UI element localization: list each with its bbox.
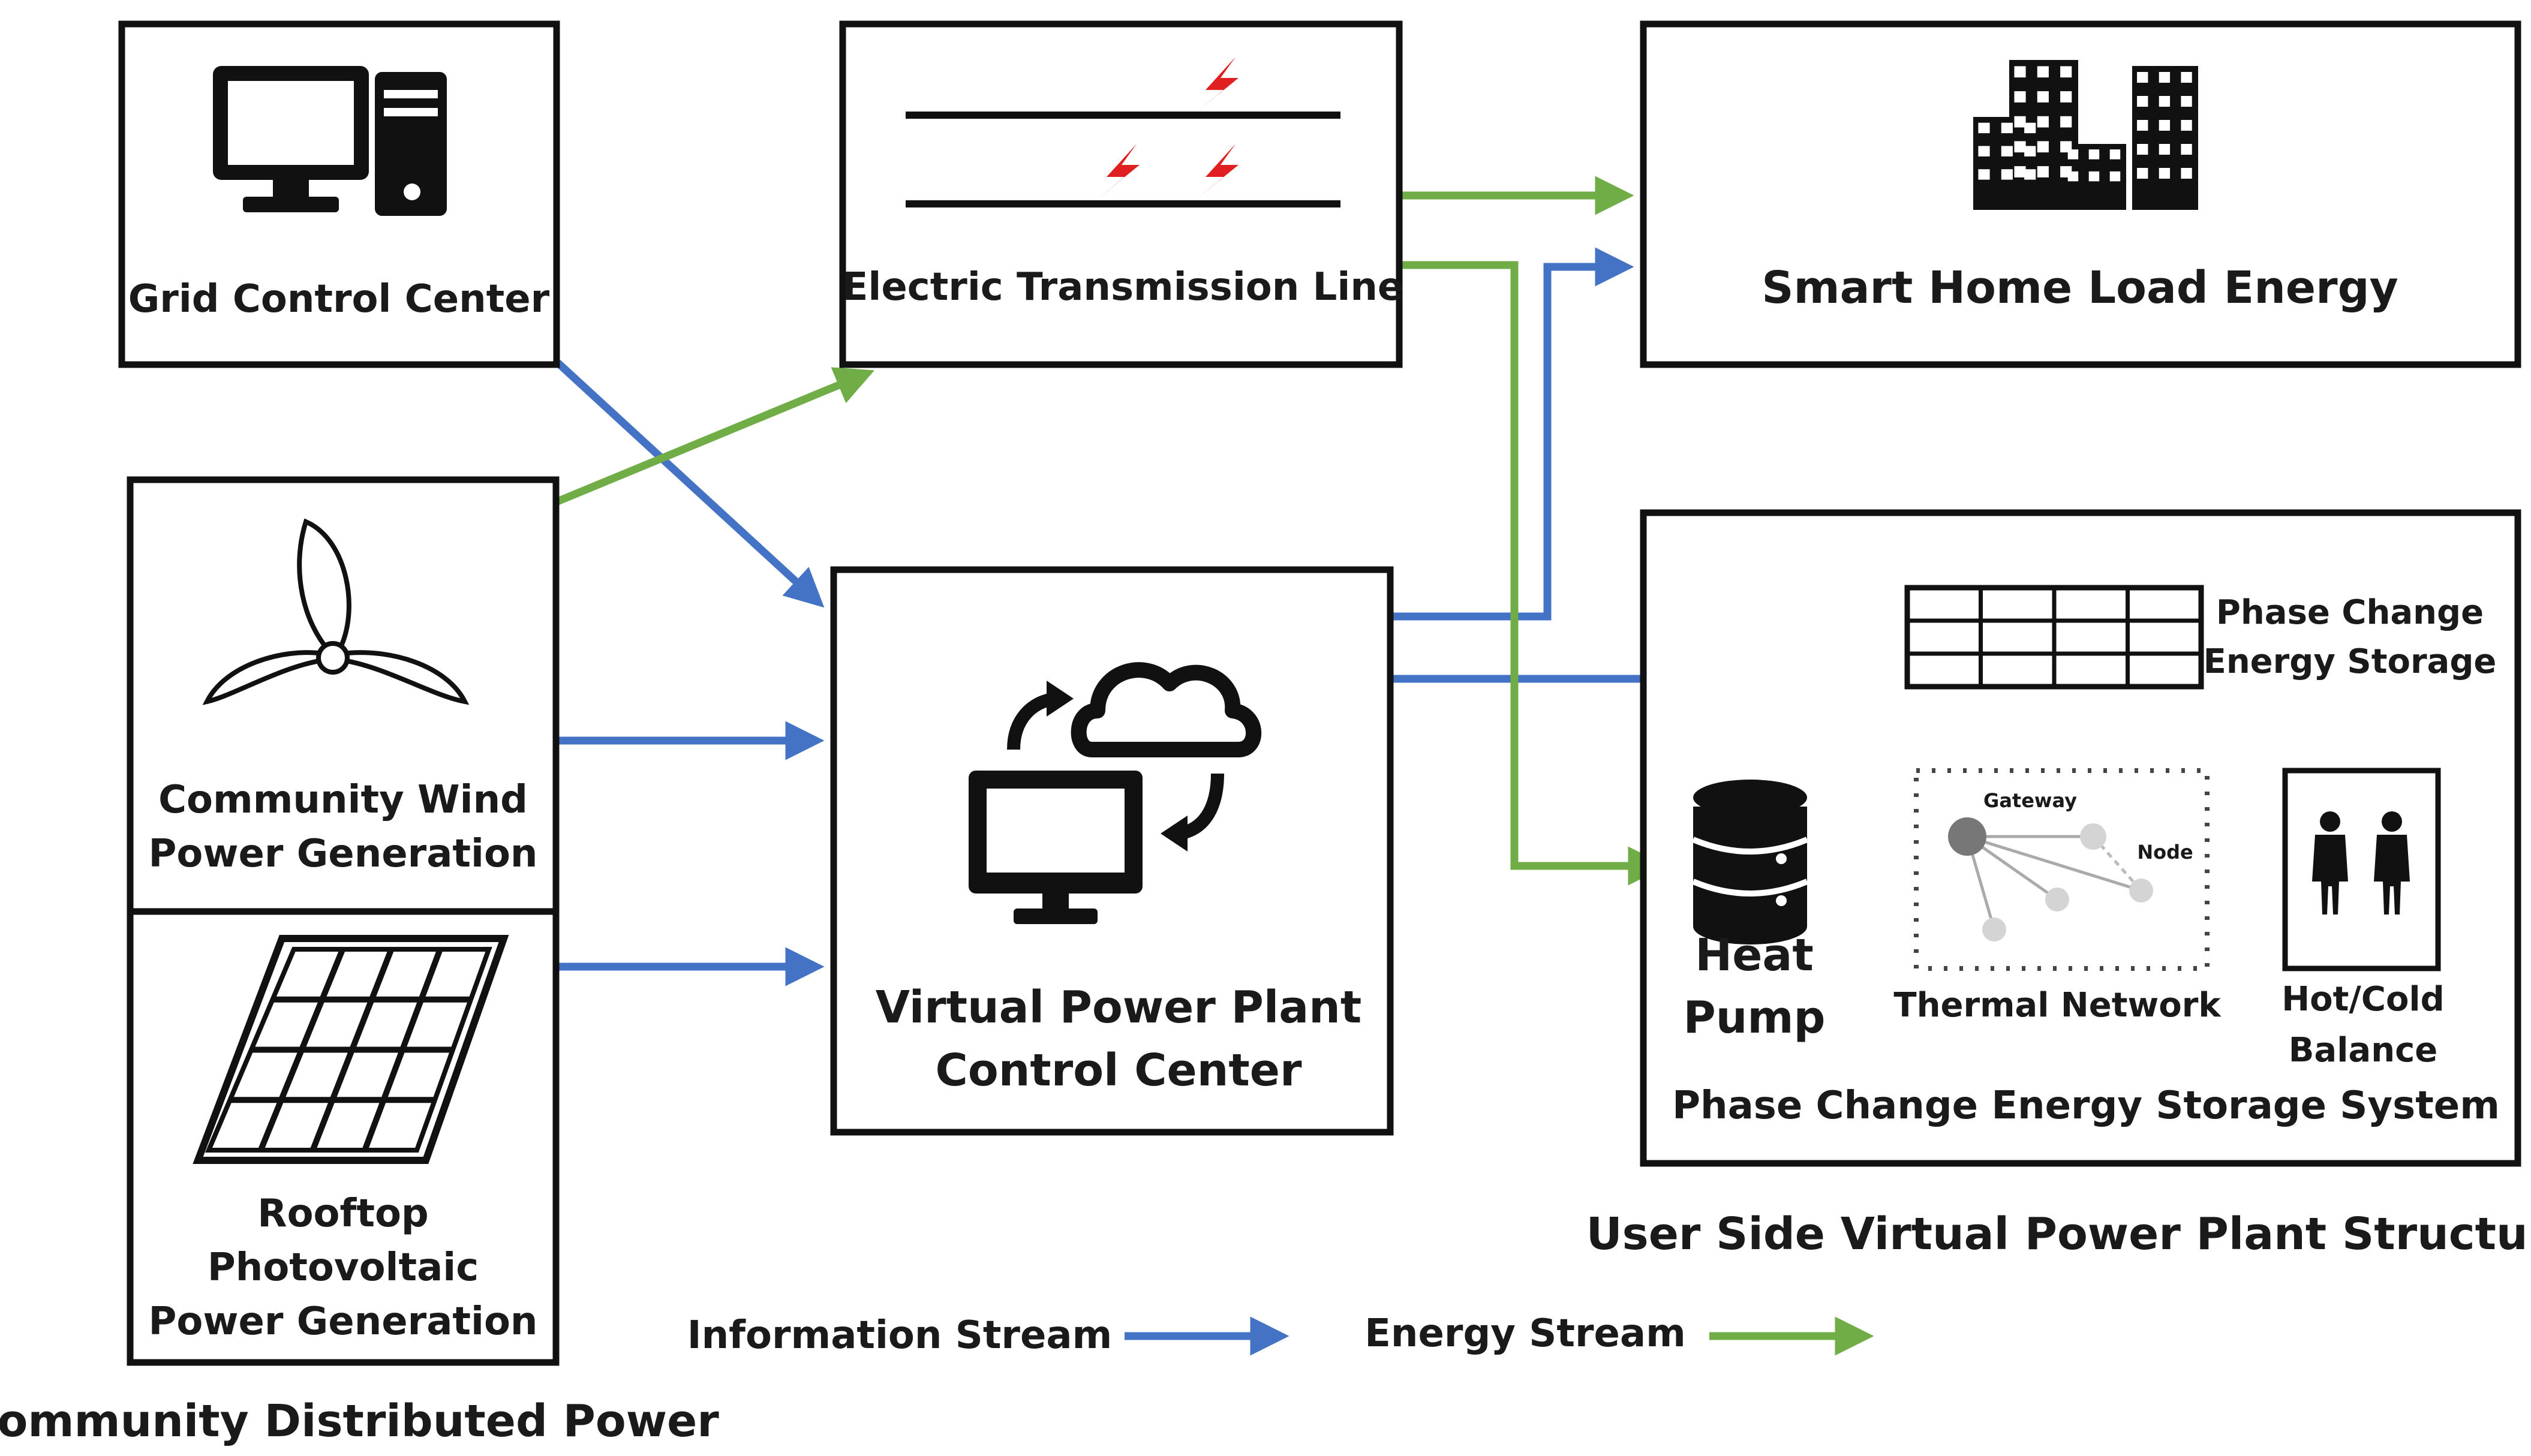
phase-change-energy-storage: Phase Change Energy Storage [1904, 585, 2497, 690]
electric-transmission-line: Electric Transmission Line [839, 20, 1404, 368]
rooftop-pv-label: Power Generation [149, 1299, 538, 1344]
people-icon [2312, 811, 2410, 914]
info-arrow-grid-to-vpp [555, 360, 825, 608]
node-label: Node [2137, 841, 2193, 864]
smart-home-load-energy-label: Smart Home Load Energy [1762, 262, 2398, 314]
vpp-control-center-label: Control Center [936, 1045, 1302, 1096]
hot-cold-balance: Hot/Cold Balance [2281, 768, 2445, 1070]
community-distributed-power-caption: Community Distributed Power [0, 1395, 719, 1447]
energy-arrow-transmission-to-heatpump [1397, 261, 1667, 886]
heat-pump-label: Pump [1684, 992, 1826, 1043]
energy-arrow-wind-to-transmission [553, 367, 875, 507]
info-arrow-vpp-to-smart-home [1388, 247, 1634, 621]
user-side-vpp-structure-caption: User Side Virtual Power Plant Structure [1586, 1208, 2531, 1260]
legend: Information Stream Energy Stream [687, 1311, 1874, 1358]
thermal-network-label: Thermal Network [1893, 986, 2222, 1025]
thermal-network: Gateway Node Thermal Network [1893, 768, 2222, 1025]
hot-cold-balance-label: Balance [2289, 1031, 2438, 1070]
pcess-label: Phase Change Energy Storage System [1672, 1084, 2500, 1128]
legend-information-stream-label: Information Stream [687, 1313, 1113, 1358]
lightning-icon [1191, 144, 1239, 204]
legend-energy-stream-label: Energy Stream [1364, 1311, 1686, 1356]
heat-pump-label: Heat [1695, 929, 1813, 981]
hot-cold-balance-label: Hot/Cold [2281, 980, 2444, 1019]
lightning-icon [1092, 144, 1140, 204]
building-windows [1978, 66, 2192, 182]
vpp-control-center-label: Virtual Power Plant [876, 982, 1361, 1033]
rooftop-pv-label: Photovoltaic [208, 1246, 479, 1290]
cloud-sync-icon [969, 662, 1261, 924]
grid-control-center: Grid Control Center [118, 20, 560, 368]
smart-home-load-energy: Smart Home Load Energy [1640, 20, 2521, 368]
phase-change-energy-storage-system: Phase Change Energy Storage Heat Pump [1640, 509, 2521, 1167]
community-wind-power-generation: Community Wind Power Generation [127, 476, 560, 915]
solar-panel-icon [193, 935, 509, 1164]
heat-pump: Heat Pump [1684, 780, 1826, 1043]
lightning-icon [1191, 57, 1239, 117]
gateway-label: Gateway [1983, 789, 2077, 812]
rooftop-pv-label: Rooftop [257, 1192, 428, 1236]
network-icon [1948, 817, 2153, 941]
database-icon [1692, 780, 1808, 944]
phase-change-energy-storage-label: Phase Change [2216, 593, 2484, 632]
computer-icon [213, 66, 447, 216]
grid-control-center-label: Grid Control Center [128, 277, 550, 321]
phase-change-energy-storage-label: Energy Storage [2204, 642, 2497, 681]
rooftop-photovoltaic-power-generation: Rooftop Photovoltaic Power Generation [127, 908, 560, 1366]
electric-transmission-line-label: Electric Transmission Line [842, 265, 1404, 309]
vpp-control-center: Virtual Power Plant Control Center [830, 566, 1394, 1136]
community-wind-label: Community Wind [158, 778, 528, 822]
wind-turbine-icon [202, 518, 470, 705]
community-wind-label: Power Generation [149, 832, 538, 876]
